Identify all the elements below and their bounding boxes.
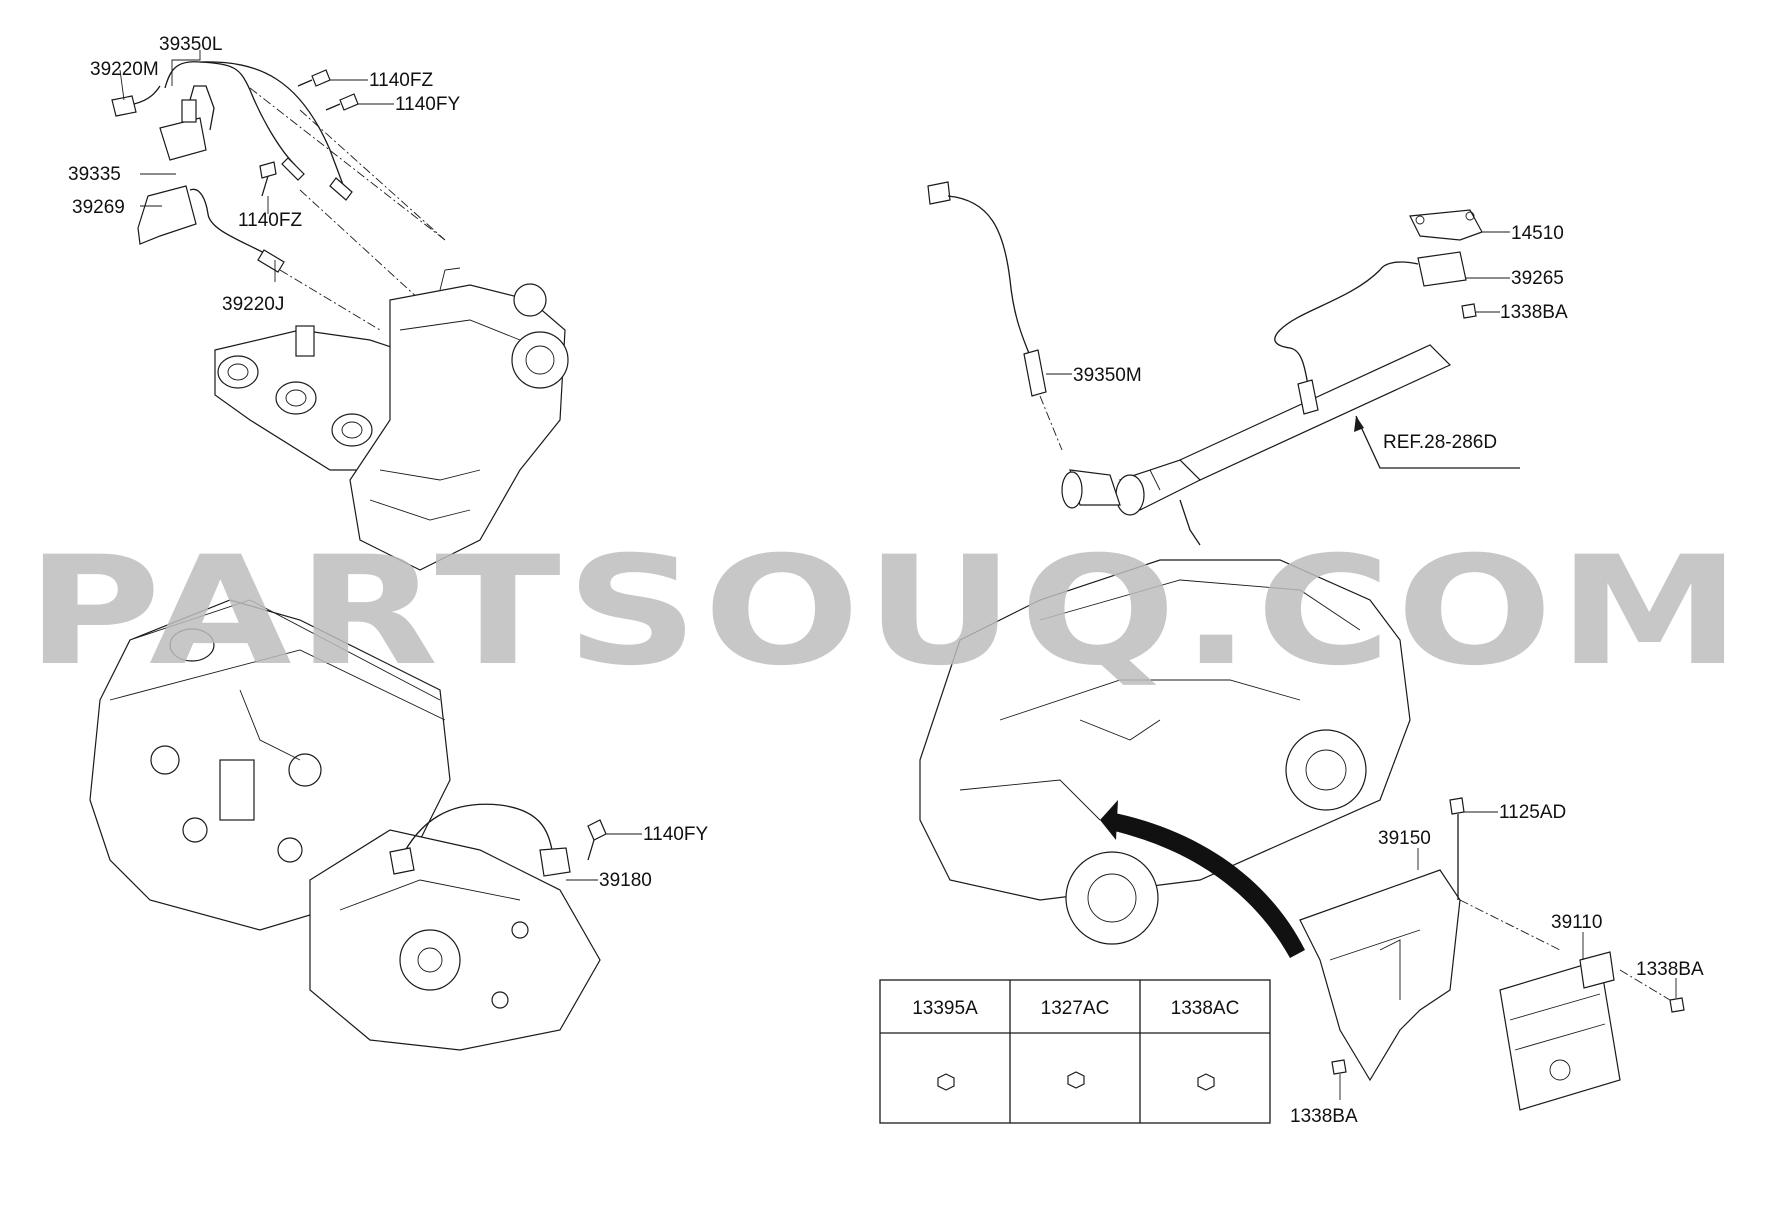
transmission-housing: [309, 829, 601, 1051]
sensor-rear-o2[interactable]: [1274, 269, 1381, 415]
table-header-13395a: 13395A: [912, 998, 978, 1019]
label-39335[interactable]: 39335: [68, 164, 121, 185]
engine-block: [89, 599, 451, 931]
label-39220j[interactable]: 39220J: [222, 294, 284, 315]
turbocharger: [349, 267, 569, 571]
sensor-39350l[interactable]: [164, 61, 353, 201]
bolt-1140fy-lower[interactable]: [587, 819, 607, 861]
table-header-1327ac: 1327AC: [1041, 998, 1110, 1019]
label-39269[interactable]: 39269: [72, 197, 125, 218]
exhaust-manifold-group: [111, 61, 569, 571]
table-header-1338ac: 1338AC: [1171, 998, 1240, 1019]
bolt-1140fz-upper[interactable]: [297, 69, 331, 87]
label-1140fz-lower[interactable]: 1140FZ: [238, 210, 302, 231]
vehicle-outline: [919, 559, 1411, 945]
ref-arrow-head: [1354, 416, 1364, 432]
part-labels: 39350L 39220M 1140FZ 1140FY 39335 39269 …: [68, 34, 1704, 1127]
label-39110[interactable]: 39110: [1551, 912, 1602, 933]
label-1338ba-bottom[interactable]: 1338BA: [1290, 1106, 1358, 1127]
sensor-39180[interactable]: [389, 803, 571, 877]
sensor-39350m[interactable]: [927, 181, 1063, 451]
watermark-text: PARTSOUQ.COM: [26, 525, 1746, 699]
exhaust-manifold: [214, 325, 425, 479]
fastener-table: 13395A 1327AC 1338AC: [879, 979, 1271, 1124]
location-arrow: [1110, 812, 1305, 958]
bracket-39269[interactable]: [137, 185, 285, 273]
nut-1338ba-bottom[interactable]: [1331, 1059, 1347, 1075]
module-39265[interactable]: [1379, 251, 1467, 287]
bolt-1125ad[interactable]: [1449, 797, 1465, 900]
bracket-39335[interactable]: [159, 85, 215, 161]
sensor-39220m[interactable]: [111, 85, 161, 117]
label-1338ba-upper[interactable]: 1338BA: [1500, 302, 1568, 323]
nut-1338ba-right[interactable]: [1619, 969, 1685, 1013]
bolt-1140fy-upper[interactable]: [325, 93, 359, 111]
nut-icon-1338ac[interactable]: [1197, 1073, 1215, 1091]
label-1338ba-right[interactable]: 1338BA: [1636, 959, 1704, 980]
label-1140fy-lower[interactable]: 1140FY: [643, 824, 708, 845]
label-ref-28-286d[interactable]: REF.28-286D: [1383, 432, 1497, 453]
label-39220m[interactable]: 39220M: [90, 59, 159, 80]
ref-leader: [1355, 415, 1520, 469]
exhaust-pipe-group: [927, 181, 1520, 546]
bracket-39150[interactable]: [1299, 869, 1561, 1082]
label-39150[interactable]: 39150: [1378, 828, 1431, 849]
ecu-39110[interactable]: [1499, 951, 1621, 1111]
location-arrow-head: [1100, 800, 1118, 840]
vehicle-ecu-group: [919, 559, 1685, 1111]
leader-lines: [119, 50, 1677, 1100]
exhaust-pipe: [1061, 344, 1452, 546]
label-39350l[interactable]: 39350L: [159, 34, 222, 55]
label-39180[interactable]: 39180: [599, 870, 652, 891]
nut-icon-1327ac[interactable]: [1067, 1071, 1085, 1089]
label-1125ad[interactable]: 1125AD: [1499, 802, 1566, 823]
label-14510[interactable]: 14510: [1511, 223, 1564, 244]
label-1140fy-upper[interactable]: 1140FY: [395, 94, 460, 115]
nut-icon-13395a[interactable]: [937, 1073, 955, 1091]
bracket-14510[interactable]: [1409, 209, 1483, 241]
label-1140fz-upper[interactable]: 1140FZ: [369, 70, 433, 91]
label-39350m[interactable]: 39350M: [1073, 365, 1142, 386]
engine-block-group: [89, 599, 607, 1051]
label-39265[interactable]: 39265: [1511, 268, 1564, 289]
bolt-1140fz-lower[interactable]: [259, 161, 277, 197]
nut-1338ba-upper[interactable]: [1461, 303, 1477, 319]
